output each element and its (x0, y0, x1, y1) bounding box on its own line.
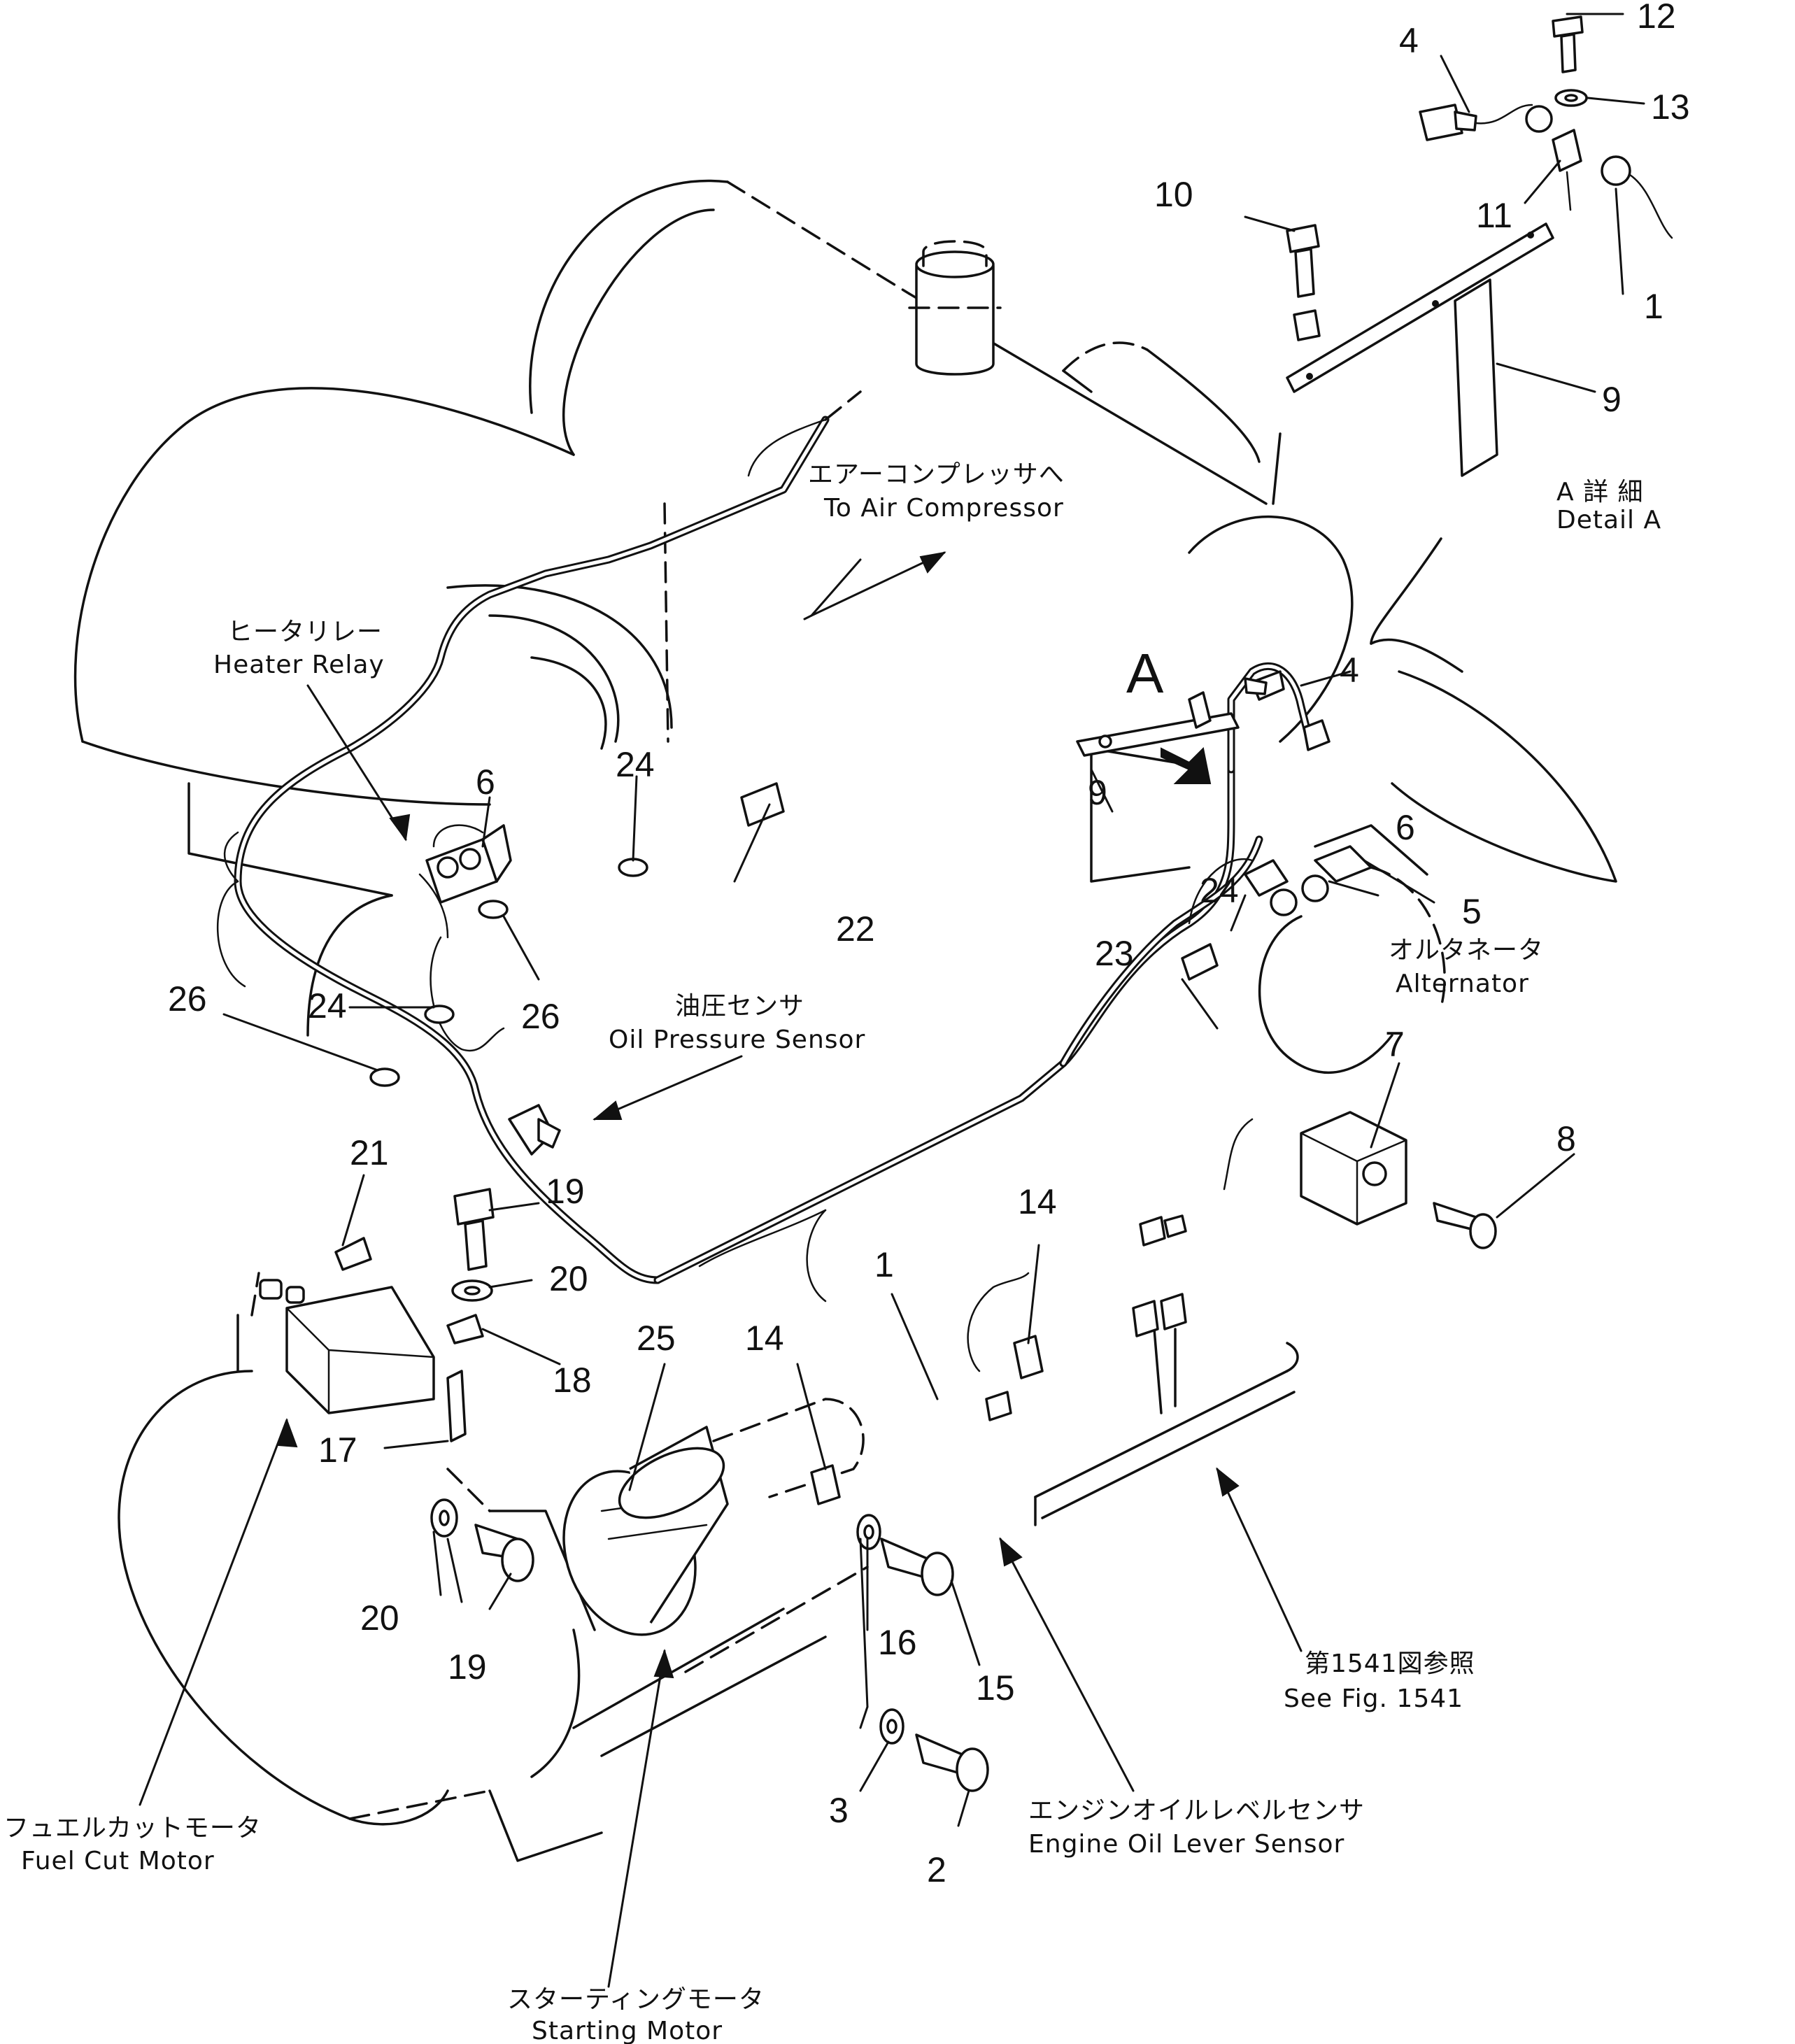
fuel-cut-motor (259, 1279, 435, 1414)
see-fig-label-en: See Fig. 1541 (1284, 1684, 1463, 1713)
heater-relay-label-jp: ヒータリレー (227, 618, 383, 646)
detail-a-illustration (1286, 104, 1673, 477)
part-number-26-mid: 26 (521, 997, 560, 1036)
part-number-9: 9 (1088, 773, 1107, 812)
see-fig-label-jp: 第1541図参照 (1305, 1649, 1475, 1678)
air-compressor-label-en: To Air Compressor (823, 494, 1064, 523)
part-number-16: 16 (878, 1623, 917, 1662)
callout-labels: エアーコンプレッサへ To Air Compressor ヒータリレー Heat… (3, 460, 1544, 2044)
part-number-14-left: 14 (745, 1319, 784, 1358)
bracket-part-17 (446, 1370, 467, 1442)
part-number-18: 18 (553, 1361, 592, 1400)
oil-pressure-sensor (508, 1104, 561, 1156)
part-number-21: 21 (350, 1133, 389, 1172)
oil-pressure-sensor-label-jp: 油圧センサ (675, 992, 804, 1021)
part-number-3: 3 (829, 1791, 849, 1830)
part-number-19-lower: 19 (448, 1647, 487, 1687)
part-number-25: 25 (637, 1319, 676, 1358)
part-number-4-detail: 4 (1399, 21, 1419, 60)
alternator-connectors-part-5-6 (1244, 845, 1372, 916)
loose-connectors (985, 1214, 1187, 1421)
part-number-15: 15 (976, 1668, 1015, 1708)
starting-motor-label-en: Starting Motor (532, 2017, 723, 2044)
starting-motor (562, 1426, 729, 1636)
fuel-cut-motor-label-jp: フュエルカットモータ (3, 1814, 262, 1843)
harness-clamps (334, 782, 1219, 1505)
oil-pressure-sensor-label-en: Oil Pressure Sensor (609, 1025, 865, 1054)
part-number-24-right: 24 (1200, 871, 1239, 910)
detail-a-label-en: Detail A (1556, 506, 1661, 534)
part-number-19-upper: 19 (546, 1172, 585, 1211)
part-number-20-upper: 20 (549, 1259, 588, 1298)
part-number-24-left: 24 (308, 986, 347, 1025)
starter-relay-part-7 (1300, 1111, 1407, 1226)
part-number-8: 8 (1556, 1119, 1576, 1158)
detail-a-labels: A A 詳 細 Detail A (1126, 478, 1661, 704)
part-number-23: 23 (1095, 934, 1134, 973)
part-number-2: 2 (927, 1850, 946, 1889)
part-number-1: 1 (874, 1245, 894, 1284)
part-number-4: 4 (1340, 651, 1359, 690)
part-number-22: 22 (836, 909, 875, 949)
part-number-6-right: 6 (1396, 808, 1415, 847)
alternator-label-jp: オルタネータ (1389, 936, 1544, 965)
part-number-26-left: 26 (168, 979, 207, 1019)
air-compressor-label-jp: エアーコンプレッサへ (808, 460, 1065, 489)
fuel-cut-motor-label-en: Fuel Cut Motor (21, 1847, 215, 1875)
engine-oil-level-sensor-label-jp: エンジンオイルレベルセンサ (1028, 1796, 1365, 1825)
detail-letter-a: A (1126, 642, 1164, 704)
bolts-and-washers (430, 15, 1588, 1792)
heater-relay (425, 824, 512, 904)
part-number-7: 7 (1385, 1025, 1405, 1064)
engine-outline (73, 179, 1617, 1862)
part-number-6-left: 6 (476, 762, 495, 802)
arrowheads (277, 551, 1240, 1679)
part-number-13: 13 (1651, 87, 1690, 127)
part-number-17: 17 (318, 1431, 357, 1470)
starting-motor-label-jp: スターティングモータ (507, 1985, 765, 2014)
part-number-5: 5 (1462, 892, 1482, 931)
part-number-9-detail: 9 (1602, 380, 1622, 419)
part-number-14-right: 14 (1018, 1182, 1057, 1221)
part-number-12: 12 (1637, 0, 1676, 36)
part-number-callouts: 12 4 13 10 11 1 9 4 9 6 24 5 23 7 8 24 6… (168, 0, 1690, 1889)
alternator-label-en: Alternator (1396, 970, 1529, 998)
part-number-11: 11 (1476, 196, 1512, 235)
part-number-24-top: 24 (616, 745, 655, 784)
wiring-harness-part-1 (216, 390, 1312, 1372)
heater-relay-label-en: Heater Relay (213, 651, 385, 679)
part-number-10: 10 (1154, 175, 1193, 214)
part-number-20-lower: 20 (360, 1598, 399, 1638)
leader-lines (139, 13, 1645, 1988)
detail-a-on-engine (1076, 670, 1331, 784)
detail-a-label-jp: A 詳 細 (1556, 478, 1644, 506)
engine-oil-level-sensor-label-en: Engine Oil Lever Sensor (1028, 1830, 1345, 1859)
part-number-1-detail: 1 (1644, 287, 1663, 326)
